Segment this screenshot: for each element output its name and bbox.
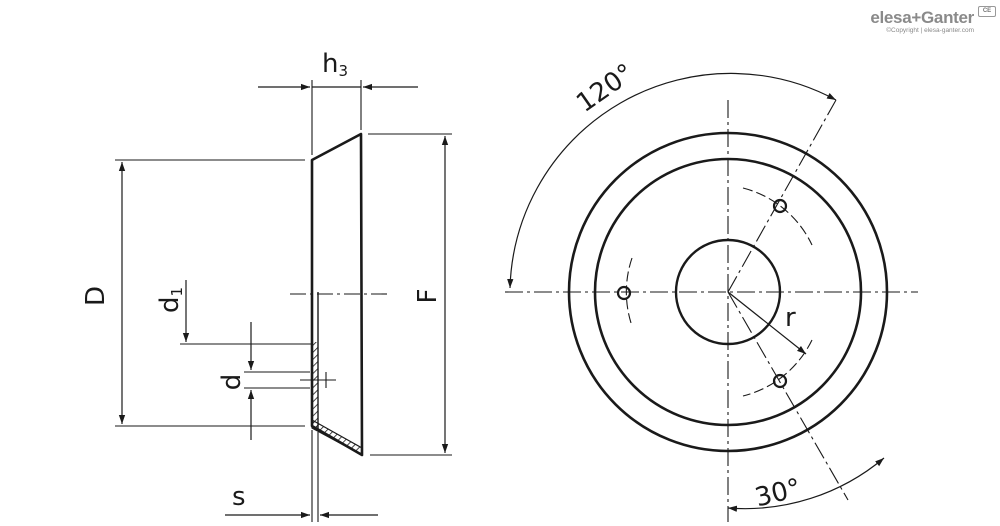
side-view [115, 80, 452, 522]
hatched-wall-bottom [311, 418, 363, 457]
front-view [505, 72, 918, 522]
radial-line-bottom [727, 291, 849, 501]
label-d1-sub: 1 [168, 287, 186, 297]
label-s: s [232, 482, 246, 512]
angle-30-arc [727, 457, 885, 512]
r-dimension-line [727, 291, 807, 355]
label-d1-main: d [155, 297, 185, 314]
hole-left [616, 285, 632, 301]
ce-badge: CE [978, 6, 996, 17]
hatched-wall-vertical [312, 342, 318, 430]
label-F: F [413, 289, 443, 304]
angle-120-arc [507, 72, 837, 289]
label-h3-sub: 3 [338, 62, 348, 80]
brand-logo: elesa+Ganter ©Copyright | elesa-ganter.c… [870, 6, 996, 34]
pitch-arc-top [742, 187, 813, 246]
brand-logo-text: elesa+Ganter [870, 8, 974, 27]
label-h3: h3 [322, 49, 348, 80]
label-h3-main: h [322, 49, 338, 79]
label-r: r [785, 303, 796, 333]
label-d: d [217, 374, 247, 391]
label-angle-30: 30° [752, 473, 804, 513]
brand-copyright: ©Copyright | elesa-ganter.com [886, 27, 974, 34]
hole-bottom [772, 373, 788, 389]
label-angle-120: 120° [571, 58, 640, 119]
label-D: D [81, 286, 111, 306]
label-d1: d1 [155, 287, 186, 313]
